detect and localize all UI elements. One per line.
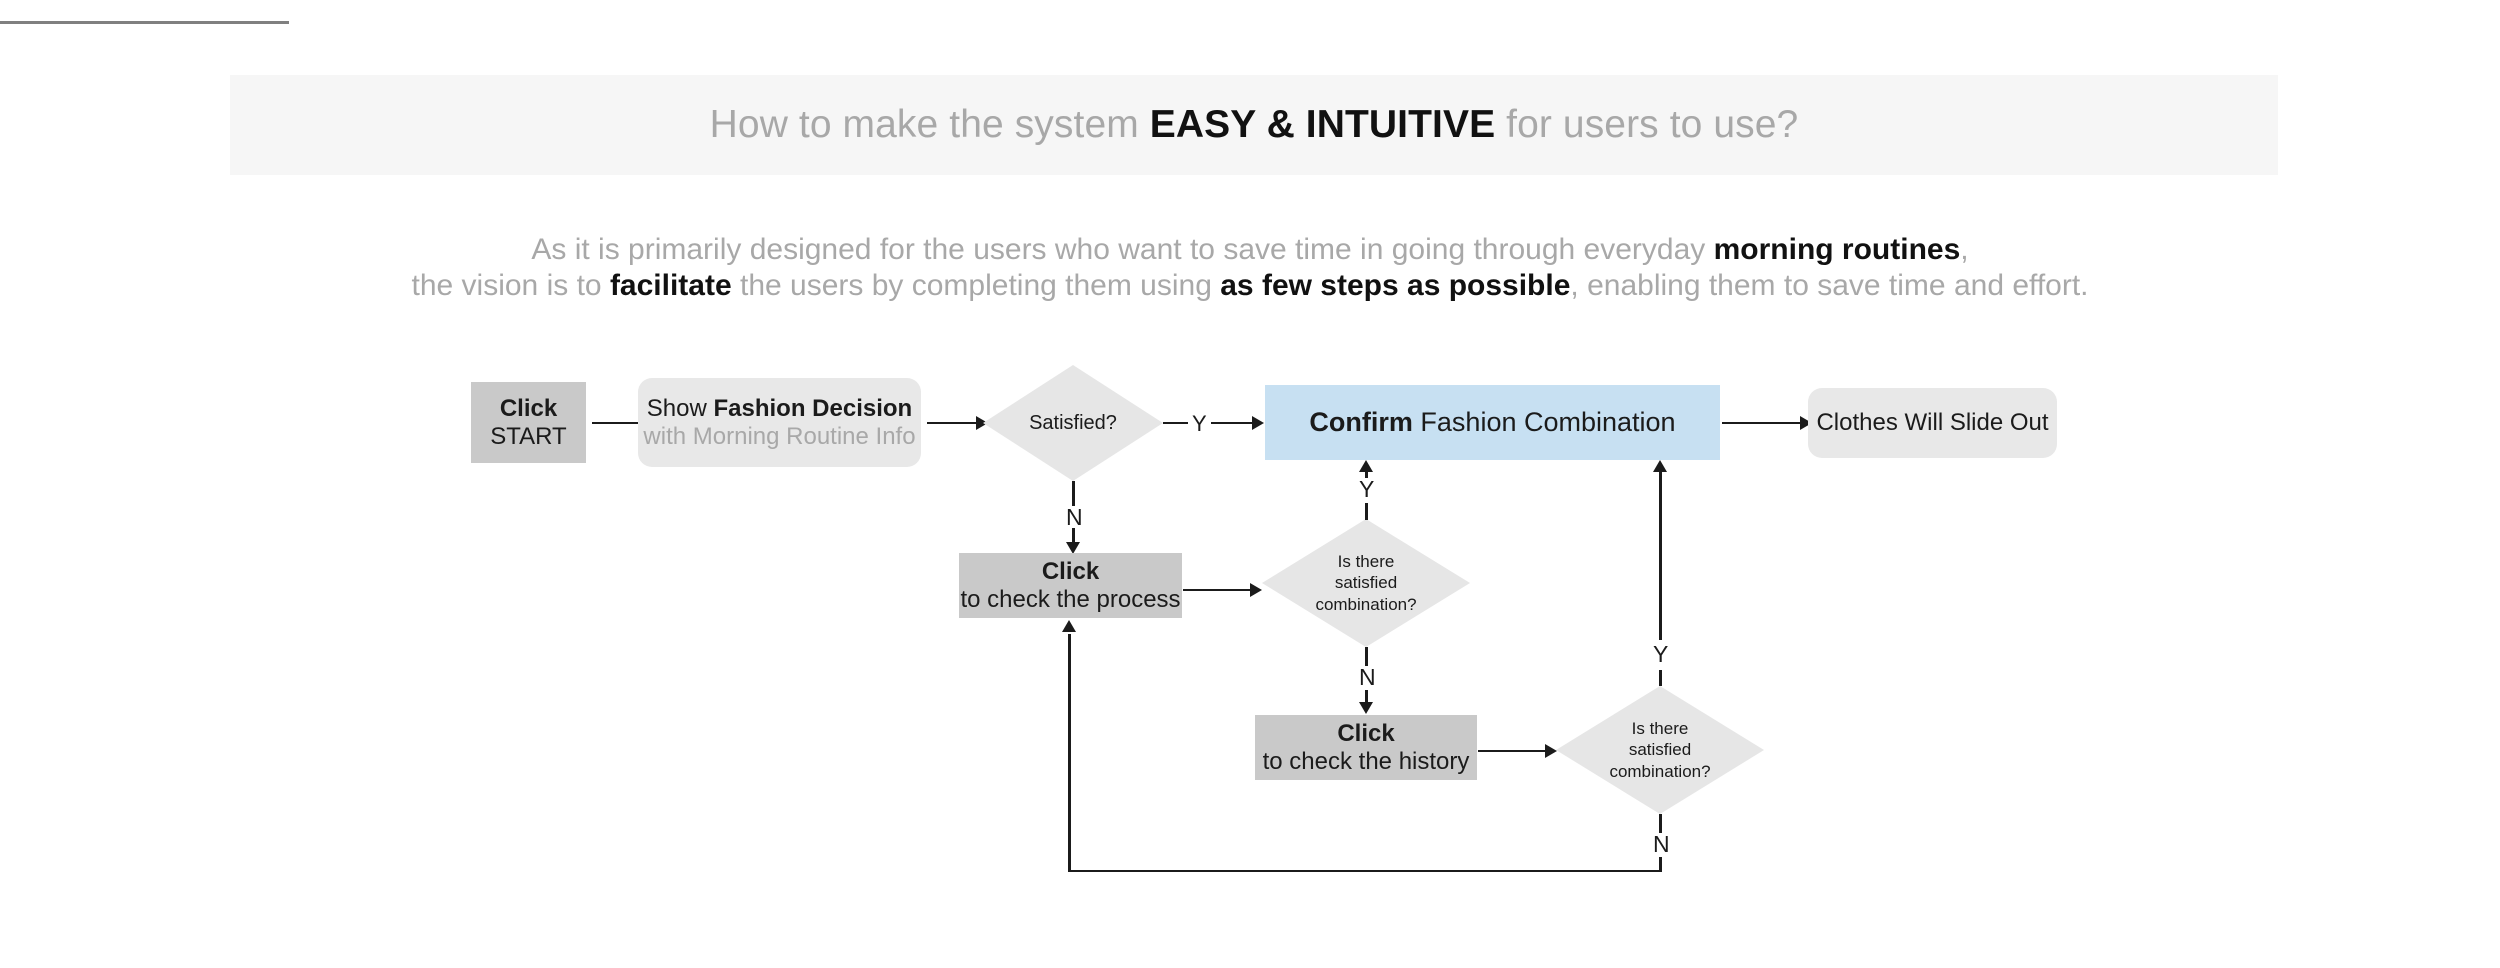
node-satisfied-combination-2-label: Is there satisfied combination? [1609,719,1711,781]
node-check-process-line1: Click [1041,557,1100,585]
edge-satisfied-yes-arrowhead [1252,416,1264,430]
node-check-history-line1: Click [1337,719,1395,747]
edge-comb1-no-seg2 [1365,690,1368,707]
edge-loop-left-vertical [1068,634,1071,872]
edge-comb2-no-seg2 [1659,857,1662,872]
node-confirm-emphasis: Confirm [1309,407,1413,437]
edge-label-satisfied-no: N [1062,506,1087,529]
edge-comb2-yes-arrowhead [1653,460,1667,472]
edge-satisfied-no-seg2 [1072,528,1075,547]
node-satisfied-decision[interactable]: Satisfied? [983,365,1163,481]
page-title: How to make the system EASY & INTUITIVE … [710,103,1799,147]
node-click-check-history[interactable]: Click to check the history [1255,715,1477,780]
node-show-fashion-decision-line1: Show Fashion Decision [647,395,912,423]
edge-comb2-yes-seg1 [1659,670,1662,686]
edge-label-satisfied-yes: Y [1188,413,1211,435]
edge-start-to-show [592,422,647,424]
title-emphasis: EASY & INTUITIVE [1149,103,1496,146]
subtitle-1b: morning routines [1713,233,1961,266]
node-show-fashion-decision-line2: with Morning Routine Info [643,422,916,450]
node-confirm-fashion-combination[interactable]: Confirm Fashion Combination [1265,385,1720,460]
subtitle-2a: the vision is to [411,269,610,302]
node-click-start[interactable]: Click START [471,382,586,463]
edge-loop-bottom-horizontal [1068,870,1662,872]
edge-comb1-yes-arrowhead [1359,460,1373,472]
subtitle-2d: as few steps as possible [1220,269,1571,302]
node-satisfied-combination-2[interactable]: Is there satisfied combination? [1556,686,1764,814]
node-click-start-line2: START [490,422,567,450]
edge-comb1-no-arrowhead [1359,702,1373,714]
node-click-check-process[interactable]: Click to check the process [959,553,1182,618]
edge-satisfied-no-seg1 [1072,481,1075,508]
header-banner: How to make the system EASY & INTUITIVE … [230,75,2278,175]
edge-label-comb1-no: N [1355,666,1380,689]
edge-comb1-yes-seg1 [1365,503,1368,520]
subtitle-block: As it is primarily designed for the user… [0,232,2500,304]
top-divider-rule [0,21,289,24]
node-show-prefix: Show [646,394,714,422]
edge-history-to-comb2-arrowhead [1545,744,1557,758]
edge-process-to-comb1-arrowhead [1250,583,1262,597]
subtitle-2e: , enabling them to save time and effort. [1570,269,2089,302]
node-confirm-text: Confirm Fashion Combination [1309,407,1675,438]
edge-show-to-satisfied [927,422,979,424]
edge-comb2-no-seg1 [1659,814,1662,834]
node-satisfied-combination-1[interactable]: Is there satisfied combination? [1262,519,1470,647]
edge-satisfied-no-arrowhead [1066,542,1080,554]
node-click-start-line1: Click [499,394,558,422]
title-prefix: How to make the system [709,103,1150,146]
node-slideout-label: Clothes Will Slide Out [1816,409,2049,436]
node-check-process-line2: to check the process [960,585,1181,613]
edge-comb1-yes-seg2 [1365,472,1368,478]
node-satisfied-combination-1-label: Is there satisfied combination? [1315,552,1417,614]
edge-label-comb1-yes: Y [1355,478,1379,501]
edge-label-comb2-yes: Y [1649,643,1673,666]
edge-label-comb2-no: N [1649,833,1674,856]
title-suffix: for users to use? [1495,103,1799,146]
node-clothes-will-slide-out[interactable]: Clothes Will Slide Out [1808,388,2057,458]
node-satisfied-label: Satisfied? [1029,411,1117,434]
edge-history-to-comb2 [1478,750,1548,752]
subtitle-2b: facilitate [609,269,732,302]
node-confirm-rest: Fashion Combination [1412,407,1676,437]
edge-comb2-yes-seg2 [1659,472,1662,640]
subtitle-line-1: As it is primarily designed for the user… [0,232,2500,268]
subtitle-line-2: the vision is to facilitate the users by… [0,268,2500,304]
node-show-emphasis: Fashion Decision [713,394,913,422]
edge-loop-arrowhead [1062,620,1076,632]
node-check-history-line2: to check the history [1262,747,1470,775]
edge-confirm-to-slideout [1722,422,1803,424]
subtitle-1c: , [1960,233,1969,266]
subtitle-1a: As it is primarily designed for the user… [531,233,1714,266]
node-show-fashion-decision[interactable]: Show Fashion Decision with Morning Routi… [638,378,921,467]
edge-comb1-no-seg1 [1365,647,1368,667]
subtitle-2c: the users by completing them using [731,269,1221,302]
edge-show-to-satisfied-arrowhead [976,416,988,430]
edge-process-to-comb1 [1183,589,1253,591]
